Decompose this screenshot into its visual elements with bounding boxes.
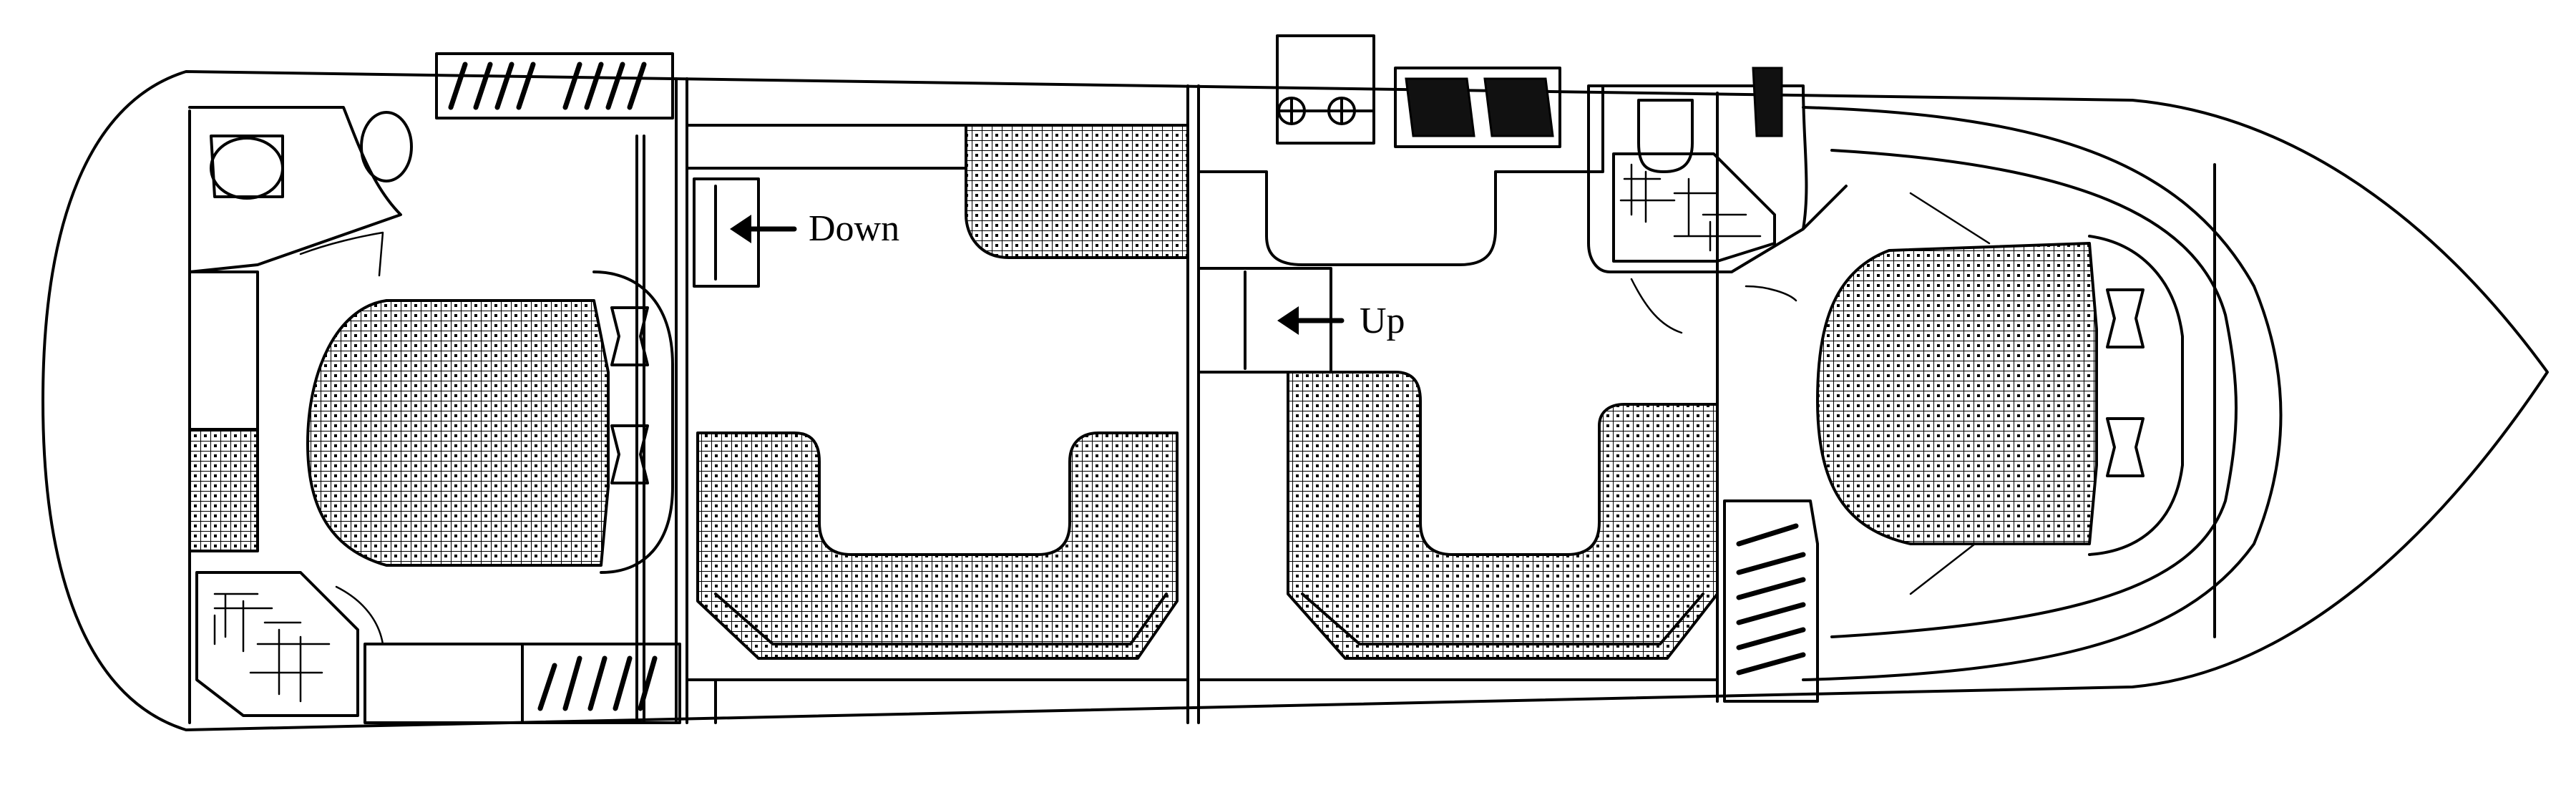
hull-outline [42,70,2549,731]
aft-dresser [364,643,524,724]
forward-shower-tiles [1619,163,1762,252]
aft-hanging-rods-bottom [537,655,658,711]
galley-sink-2 [1483,77,1554,137]
forward-pillow-2 [2106,417,2145,477]
forward-head-room [1587,84,1808,273]
arrow-left-icon [1277,306,1345,335]
forward-locker [1723,499,1819,703]
forward-cabin-wall [1716,185,1848,703]
aft-pillow-1 [610,306,649,366]
aft-toilet-tank [210,135,284,198]
aft-cabin-wall [188,109,259,724]
arrow-left-icon [730,215,797,243]
galley-sink-1 [1405,77,1475,137]
salon-floor-lines [686,678,1189,724]
forward-pillow-1 [2106,288,2145,348]
forward-sink [1752,67,1783,137]
aft-pillow-2 [610,424,649,484]
up-label: Up [1360,301,1405,341]
aft-shower-door-swing [335,585,384,645]
aft-head-room [188,106,402,273]
hull-inner-line [1802,106,2283,681]
down-label: Down [809,208,899,249]
salon-settee-inner [714,592,1168,645]
forward-v-berth [1816,242,2098,545]
aft-shower-tiles [213,592,331,703]
forward-toilet [1637,99,1694,173]
forward-berth-headboard [2088,235,2184,556]
salon-galley-counter [965,124,1189,259]
aft-shower [195,571,359,717]
forward-shower [1612,152,1776,263]
aft-settee [188,428,259,552]
aft-hanging-locker-top [435,52,674,120]
galley-counter [1197,84,1604,266]
galley-sink-surround [1394,67,1561,148]
companionway-down [693,177,760,288]
galley-stove [1276,34,1375,145]
bow-inner-line [1830,149,2238,638]
forward-locker-rods [1736,523,1806,676]
forward-berth-sides [1909,192,1991,595]
forward-u-settee [1287,371,1719,660]
salon-u-settee [696,431,1179,660]
aft-closet-wall [635,135,645,724]
stove-burners [1277,97,1375,125]
forward-settee-inner [1301,592,1704,645]
aft-hanging-rods-top [448,62,647,110]
aft-head-door-swing [299,231,384,277]
forward-head-door-swing [1630,278,1797,334]
aft-double-berth [306,299,610,567]
aft-toilet [210,137,284,200]
aft-sink [360,111,413,182]
aft-berth-headboard [592,270,674,574]
